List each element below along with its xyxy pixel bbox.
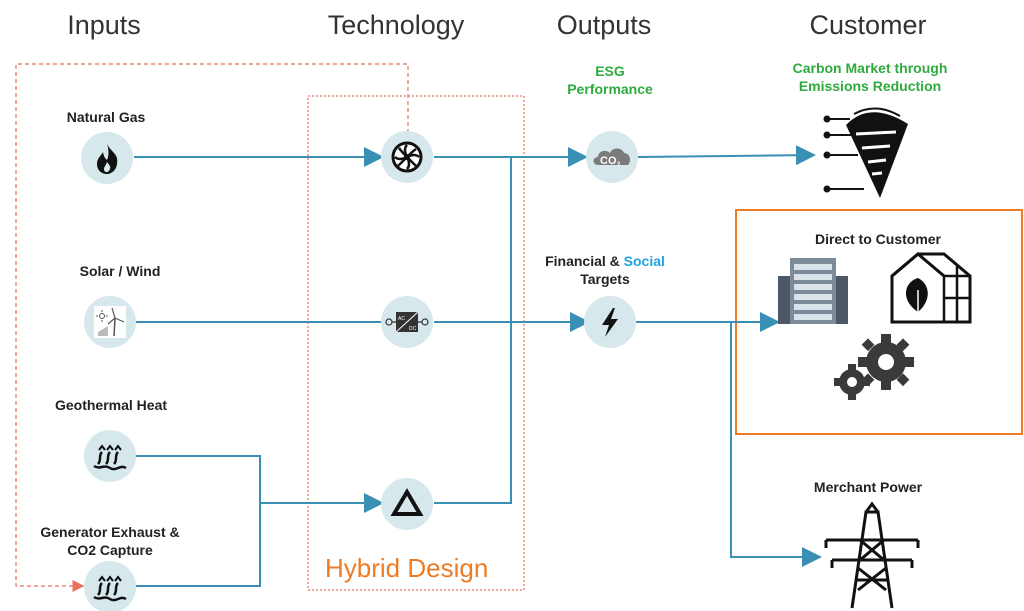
carbon-market-icon	[823, 107, 908, 198]
label-generator-line2: CO2 Capture	[67, 542, 153, 558]
lightning-to-merchant-line	[730, 322, 822, 567]
lightning-icon	[602, 308, 618, 337]
node-delta	[381, 478, 433, 530]
delta-icon	[390, 488, 424, 516]
label-generator-line1: Generator Exhaust &	[40, 524, 180, 540]
gears-icon	[834, 334, 914, 400]
svg-text:DC: DC	[409, 326, 417, 332]
label-social: Social	[623, 253, 665, 269]
svg-text:CO: CO	[600, 155, 617, 167]
server-icon	[778, 258, 848, 324]
header-outputs: Outputs	[556, 10, 652, 40]
geothermal-line	[136, 455, 261, 587]
heat-exhaust-icon	[93, 575, 127, 602]
label-direct-to-customer: Direct to Customer	[814, 231, 942, 247]
node-solar-wind	[84, 296, 136, 348]
label-hybrid-design: Hybrid Design	[325, 553, 489, 583]
label-geothermal: Geothermal Heat	[54, 397, 168, 413]
label-carbon-market: Carbon Market through Emissions Reductio…	[793, 59, 948, 95]
label-natural-gas: Natural Gas	[66, 109, 146, 125]
label-financial: Financial &	[545, 253, 620, 269]
node-lightning	[584, 296, 636, 348]
solar-wind-icon	[94, 306, 126, 338]
hybrid-design-box	[307, 95, 525, 591]
node-inverter: AC DC	[381, 296, 433, 348]
node-natural-gas	[81, 132, 133, 184]
collector-line	[434, 156, 512, 504]
inverter-icon: AC DC	[385, 311, 429, 333]
label-esg-line1: ESG	[595, 63, 625, 79]
svg-text:2: 2	[617, 162, 621, 168]
header-customer: Customer	[809, 10, 927, 40]
node-generator-exhaust	[84, 561, 136, 611]
label-solar-wind: Solar / Wind	[79, 263, 161, 279]
turbine-icon	[391, 141, 423, 173]
label-financial-social-targets: Financial & Social Targets	[545, 252, 665, 288]
co2-to-carbon-market-line	[637, 145, 816, 166]
power-tower-icon	[824, 501, 920, 609]
label-targets: Targets	[580, 271, 630, 287]
greenhouse-icon	[890, 252, 972, 324]
node-co2: CO 2	[586, 131, 638, 183]
exhaust-recirculation-line	[15, 63, 409, 592]
node-geothermal	[84, 430, 136, 482]
heat-icon	[93, 444, 127, 471]
label-merchant-power: Merchant Power	[813, 479, 923, 495]
header-technology: Technology	[327, 10, 465, 40]
label-carbon-line2: Emissions Reduction	[798, 78, 942, 94]
label-carbon-line1: Carbon Market through	[792, 60, 948, 76]
label-generator-exhaust: Generator Exhaust & CO2 Capture	[40, 523, 179, 559]
co2-icon: CO 2	[593, 148, 631, 168]
label-esg-performance: ESG Performance	[567, 62, 653, 98]
flame-icon	[97, 144, 118, 174]
header-inputs: Inputs	[67, 10, 141, 40]
label-esg-line2: Performance	[567, 81, 653, 97]
svg-text:AC: AC	[398, 316, 405, 322]
node-turbine	[381, 131, 433, 183]
